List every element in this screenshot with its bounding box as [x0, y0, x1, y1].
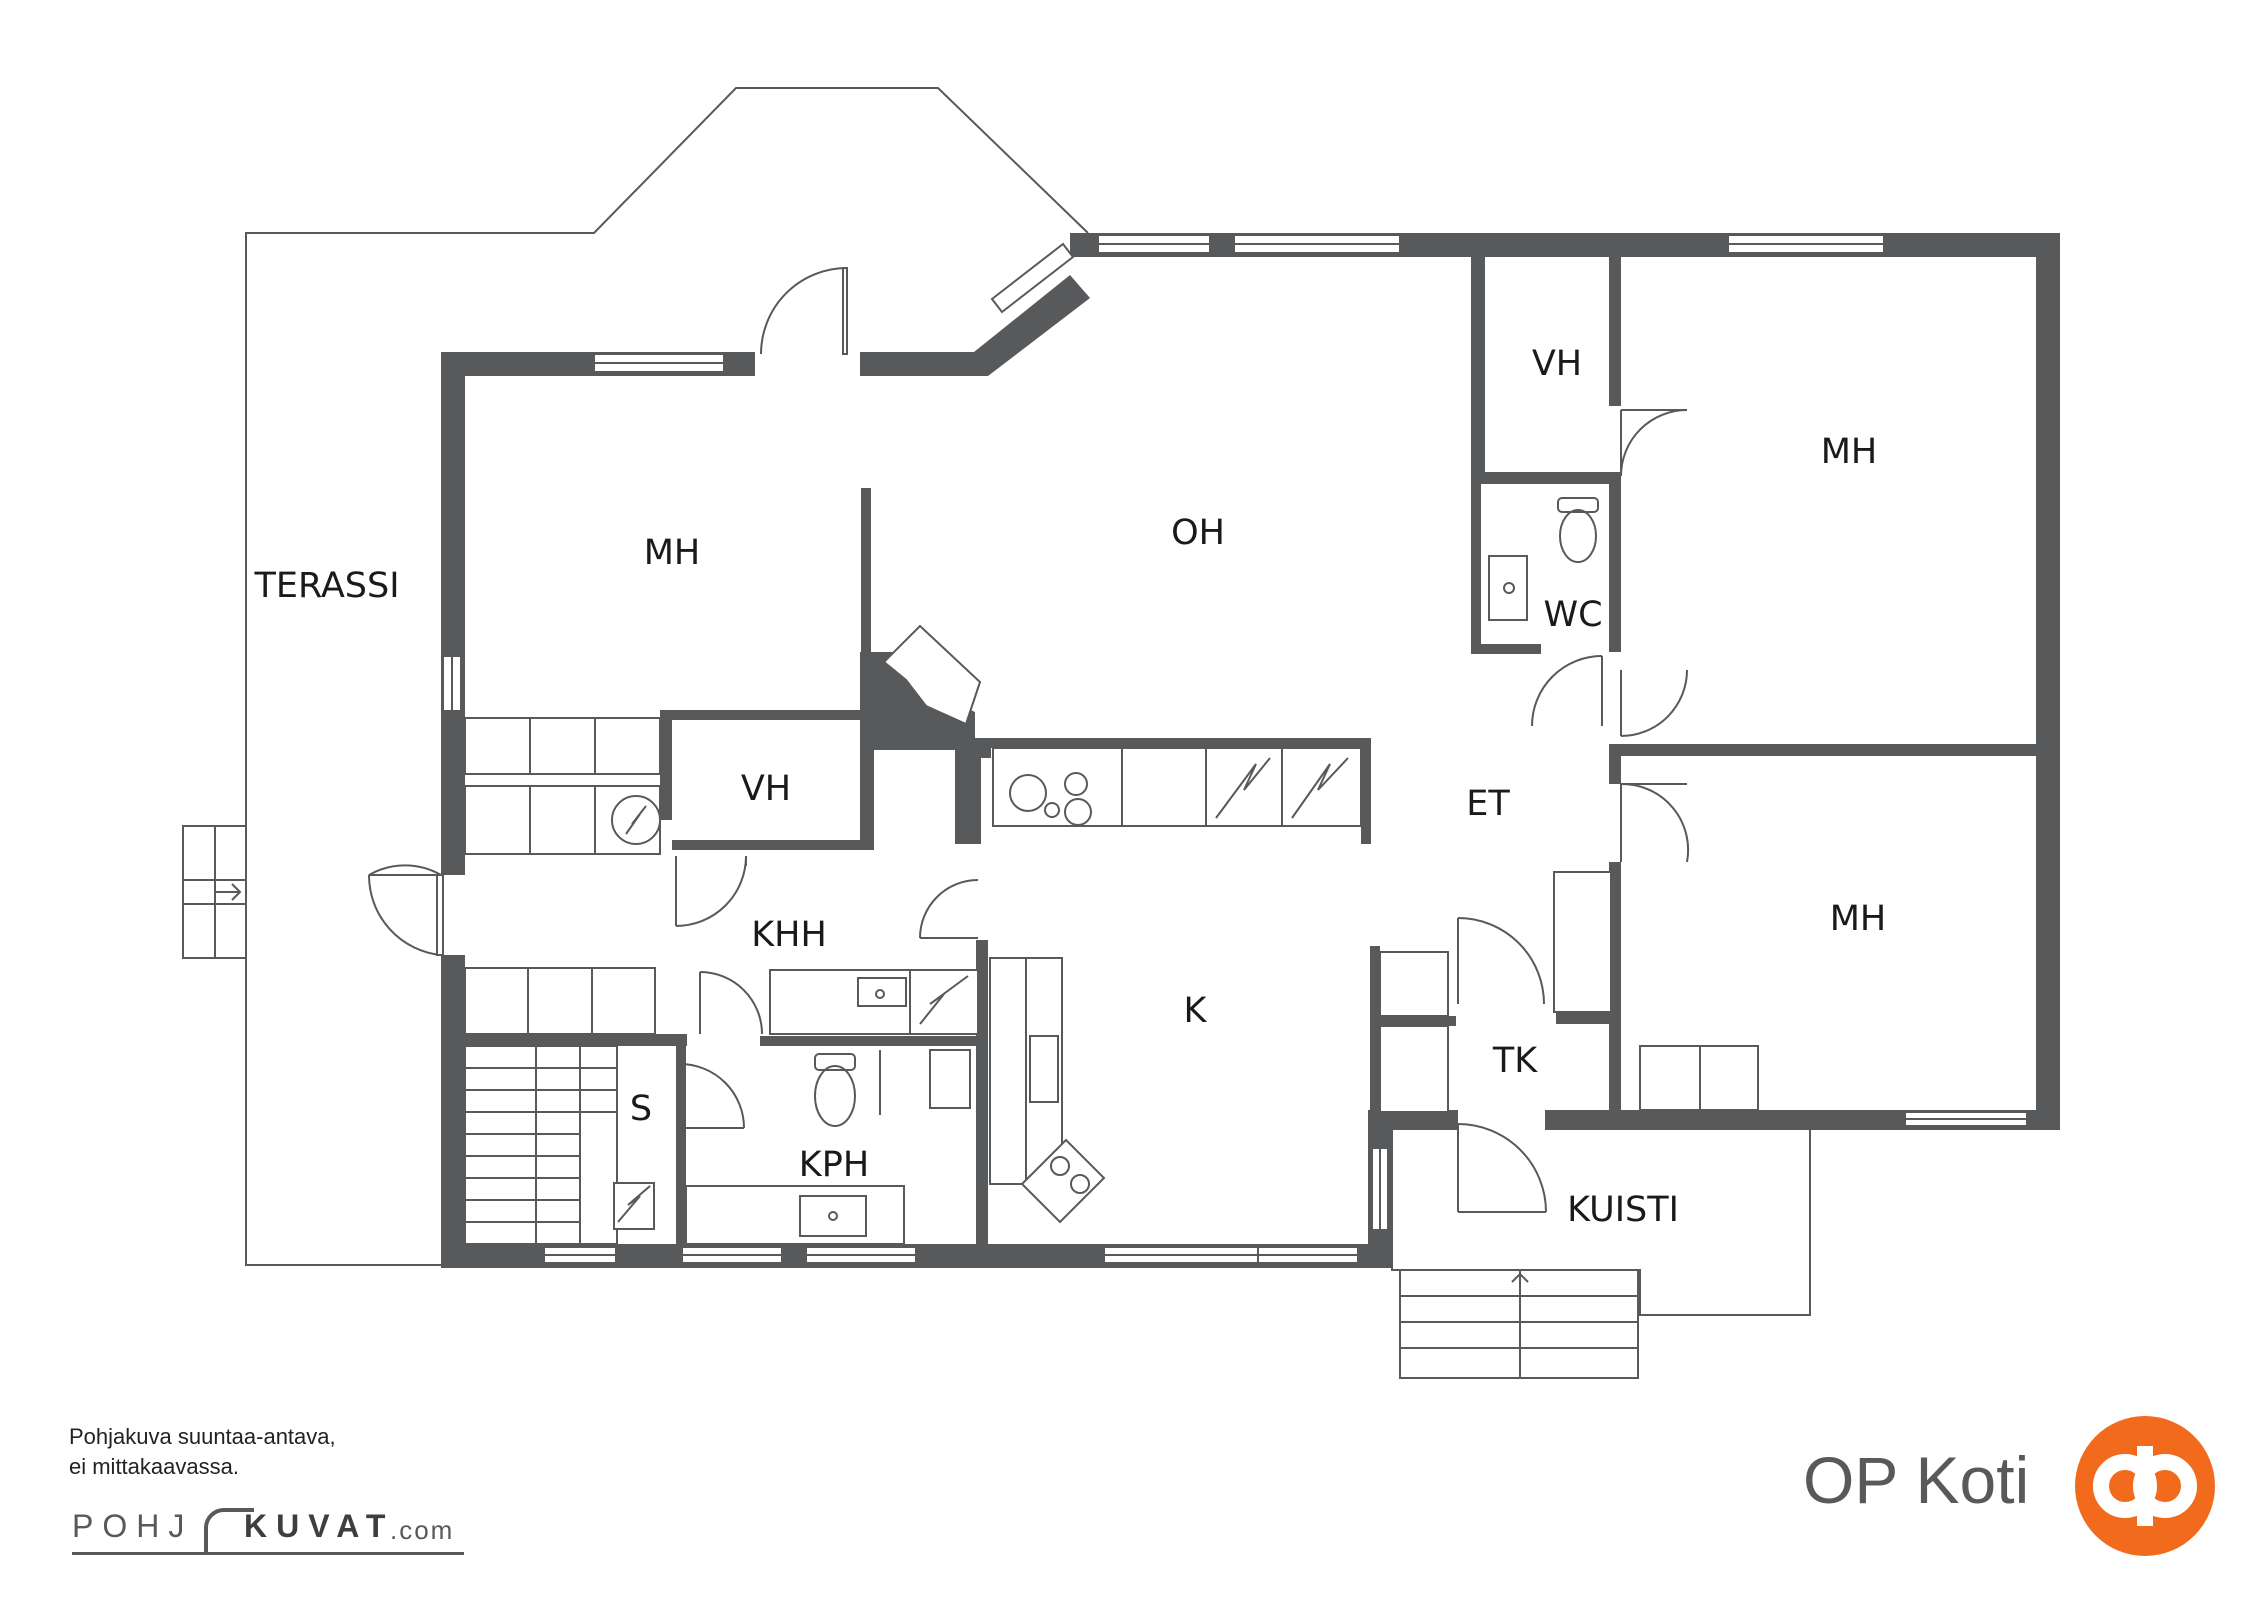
room-label-et: ET — [1466, 784, 1510, 824]
sink-icon — [1488, 555, 1528, 621]
pohjakuvat-suffix: .com — [390, 1515, 455, 1545]
disclaimer-note: Pohjakuva suuntaa-antava, ei mittakaavas… — [69, 1422, 336, 1482]
boiler-icon — [611, 795, 661, 845]
door-swing-icon — [842, 267, 848, 355]
op-logo-icon — [2075, 1416, 2215, 1556]
stove-icon — [1009, 774, 1047, 812]
op-koti-brand: OP Koti — [1803, 1443, 2030, 1517]
kuisti-outline — [1391, 1130, 1811, 1379]
fixtures — [464, 497, 1759, 1245]
toilet-icon — [814, 1053, 856, 1127]
room-labels: TERASSI MH OH VH MH WC VH ET KHH MH K TK… — [253, 344, 1886, 1230]
room-label-s: S — [630, 1089, 652, 1129]
room-label-vh-center: VH — [741, 769, 791, 809]
room-label-mh-east: MH — [1830, 899, 1887, 939]
room-label-kuisti: KUISTI — [1567, 1190, 1679, 1230]
room-label-mh-northeast: MH — [1821, 432, 1878, 472]
room-label-kph: KPH — [799, 1145, 869, 1185]
sink-icon — [857, 977, 907, 1007]
disclaimer-line-2: ei mittakaavassa. — [69, 1454, 239, 1479]
sink-icon — [799, 1195, 867, 1237]
windows — [442, 234, 2028, 1264]
room-label-oh: OH — [1171, 513, 1225, 553]
room-label-terassi: TERASSI — [253, 566, 399, 606]
pohjakuvat-underline — [72, 1552, 464, 1555]
toilet-icon — [1557, 497, 1599, 563]
pohjakuvat-logo: POHJ KUVAT .com — [72, 1504, 464, 1556]
pohjakuvat-right-text: KUVAT — [244, 1508, 395, 1544]
room-label-wc: WC — [1543, 595, 1602, 635]
window-icon — [990, 242, 1075, 314]
disclaimer-line-1: Pohjakuva suuntaa-antava, — [69, 1424, 336, 1449]
pohjakuvat-arch-icon — [204, 1508, 254, 1552]
room-label-mh-west: MH — [644, 533, 701, 573]
doors — [367, 267, 1690, 1213]
pohjakuvat-left-text: POHJ — [72, 1508, 194, 1544]
terrace-outline — [182, 87, 1089, 1266]
room-label-k: K — [1184, 991, 1208, 1031]
stair-icon — [464, 1045, 618, 1245]
room-label-vh-north: VH — [1532, 344, 1582, 384]
room-label-khh: KHH — [751, 915, 827, 955]
room-label-tk: TK — [1492, 1041, 1538, 1081]
